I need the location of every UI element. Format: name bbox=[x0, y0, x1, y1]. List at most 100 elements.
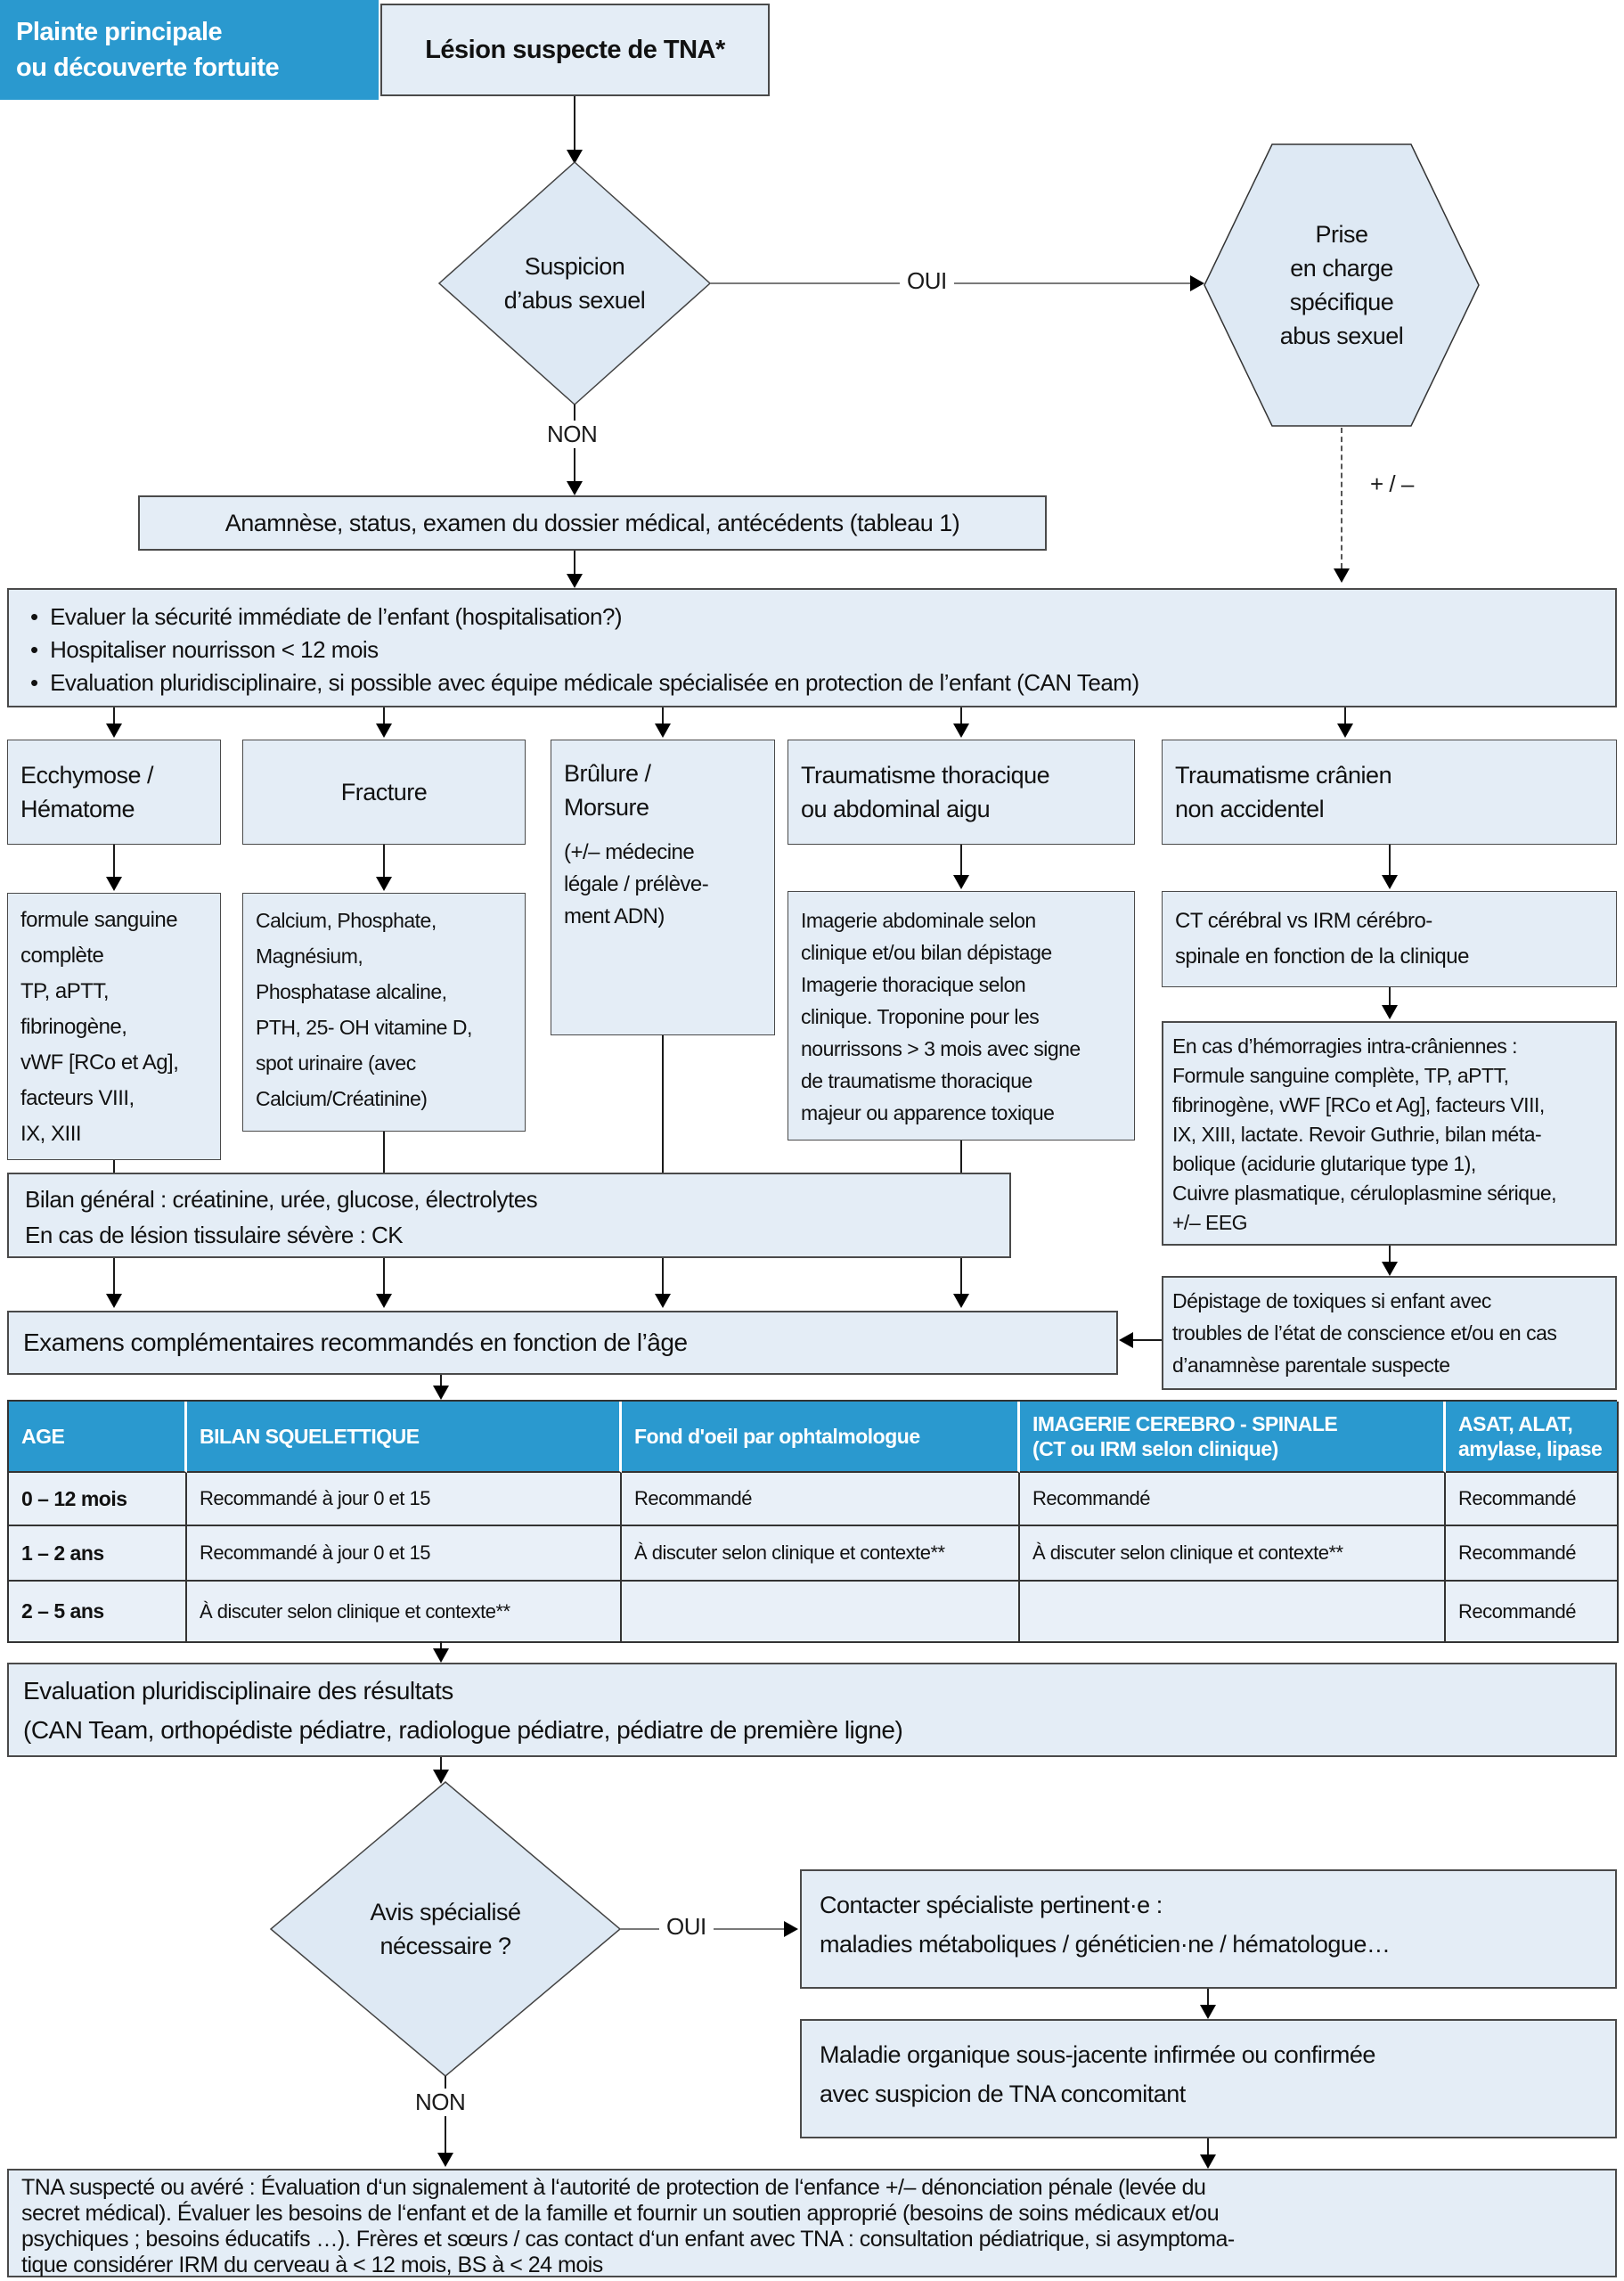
col-header-labs: ASAT, ALAT, amylase, lipase bbox=[1446, 1402, 1619, 1473]
category-fracture-box: Fracture bbox=[242, 740, 526, 845]
table-cell: Recommandé bbox=[1446, 1582, 1619, 1643]
table-cell: Recommandé bbox=[1446, 1473, 1619, 1526]
connector-line bbox=[440, 1375, 442, 1387]
connector-line bbox=[383, 1258, 385, 1296]
table-row-age: 1 – 2 ans bbox=[9, 1526, 187, 1582]
workup-fracture-box: Calcium, Phosphate, Magnésium, Phosphata… bbox=[242, 893, 526, 1132]
examens-age-box: Examens complémentaires recommandés en f… bbox=[7, 1311, 1118, 1375]
col-header-fundus: Fond d'oeil par ophtalmologue bbox=[622, 1402, 1020, 1473]
col-header-skeletal: BILAN SQUELETTIQUE bbox=[187, 1402, 622, 1473]
connector-line bbox=[1344, 707, 1346, 725]
category-brulure-subtitle: (+/– médecine légale / prélève- ment ADN… bbox=[564, 840, 709, 928]
arrow-down-icon bbox=[106, 1294, 122, 1308]
bilan-general-box: Bilan général : créatinine, urée, glucos… bbox=[7, 1173, 1011, 1258]
contact-specialist-box: Contacter spécialiste pertinent·e : mala… bbox=[800, 1869, 1617, 1989]
final-step-text: TNA suspecté ou avéré : Évaluation d‘un … bbox=[21, 2175, 1235, 2277]
workup-ecchymose-box: formule sanguine complète TP, aPTT, fibr… bbox=[7, 893, 221, 1160]
anamnese-label: Anamnèse, status, examen du dossier médi… bbox=[224, 509, 960, 536]
safety-item: • Evaluer la sécurité immédiate de l’enf… bbox=[30, 603, 623, 630]
connector-line bbox=[1389, 987, 1391, 1005]
main-complaint-header: Plainte principale ou découverte fortuit… bbox=[0, 0, 379, 100]
anamnese-box: Anamnèse, status, examen du dossier médi… bbox=[138, 495, 1047, 551]
table-cell: Recommandé à jour 0 et 15 bbox=[187, 1473, 622, 1526]
table-cell: Recommandé bbox=[1446, 1526, 1619, 1582]
connector-line bbox=[960, 707, 962, 725]
category-ecchymose-title: Ecchymose / Hématome bbox=[20, 762, 154, 822]
arrow-down-icon bbox=[433, 1648, 449, 1663]
final-step-box: TNA suspecté ou avéré : Évaluation d‘un … bbox=[7, 2169, 1617, 2277]
connector-line bbox=[662, 707, 664, 725]
arrow-down-icon bbox=[953, 1294, 969, 1308]
connector-line bbox=[1207, 1989, 1209, 2014]
arrow-down-icon bbox=[376, 1294, 392, 1308]
safety-item: • Hospitaliser nourrisson < 12 mois bbox=[30, 636, 379, 663]
connector-line bbox=[113, 707, 115, 725]
col-header-age: AGE bbox=[9, 1402, 187, 1473]
category-ecchymose-box: Ecchymose / Hématome bbox=[7, 740, 221, 845]
workup-cranien-imaging-text: CT cérébral vs IRM cérébro- spinale en f… bbox=[1175, 909, 1469, 969]
examens-age-text: Examens complémentaires recommandés en f… bbox=[23, 1329, 688, 1356]
evaluation-text: Evaluation pluridisciplinaire des résult… bbox=[23, 1677, 903, 1744]
workup-thoracique-box: Imagerie abdominale selon clinique et/ou… bbox=[788, 891, 1135, 1140]
connector-line bbox=[1207, 2138, 1209, 2165]
category-brulure-title: Brûlure / Morsure bbox=[564, 760, 651, 821]
arrow-down-icon bbox=[1334, 568, 1350, 583]
workup-thoracique-text: Imagerie abdominale selon clinique et/ou… bbox=[801, 909, 1081, 1124]
safety-item: • Evaluation pluridisciplinaire, si poss… bbox=[30, 669, 1139, 696]
arrow-down-icon bbox=[567, 574, 583, 588]
toxiques-text: Dépistage de toxiques si enfant avec tro… bbox=[1172, 1289, 1557, 1377]
table-cell bbox=[622, 1582, 1020, 1643]
arrow-down-icon bbox=[1337, 724, 1353, 738]
table-cell: À discuter selon clinique et contexte** bbox=[1020, 1526, 1446, 1582]
decision-specialist-label: Avis spécialisé nécessaire ? bbox=[370, 1899, 521, 1959]
connector-line bbox=[440, 1757, 442, 1773]
table-cell bbox=[1020, 1582, 1446, 1643]
connector-line bbox=[574, 551, 575, 576]
connector-line bbox=[383, 1132, 385, 1173]
toxiques-box: Dépistage de toxiques si enfant avec tro… bbox=[1162, 1276, 1617, 1390]
workup-ecchymose-text: formule sanguine complète TP, aPTT, fibr… bbox=[20, 908, 179, 1146]
arrow-down-icon bbox=[567, 150, 583, 164]
arrow-down-icon bbox=[106, 724, 122, 738]
age-recommendations-table: AGE BILAN SQUELETTIQUE Fond d'oeil par o… bbox=[7, 1400, 1619, 1643]
category-cranien-box: Traumatisme crânien non accidentel bbox=[1162, 740, 1617, 845]
main-complaint-label: Plainte principale ou découverte fortuit… bbox=[16, 18, 280, 82]
arrow-down-icon bbox=[433, 1386, 449, 1400]
table-cell: Recommandé bbox=[1020, 1473, 1446, 1526]
arrow-down-icon bbox=[1382, 1005, 1398, 1019]
abuse-management-label: Prise en charge spécifique abus sexuel bbox=[1279, 221, 1404, 349]
connector-line bbox=[383, 845, 385, 877]
evaluation-box: Evaluation pluridisciplinaire des résult… bbox=[7, 1663, 1617, 1757]
workup-cranien-imaging-box: CT cérébral vs IRM cérébro- spinale en f… bbox=[1162, 891, 1617, 987]
safety-measures-box: • Evaluer la sécurité immédiate de l’enf… bbox=[7, 588, 1617, 707]
category-fracture-title: Fracture bbox=[340, 778, 428, 805]
arrow-down-icon bbox=[437, 2153, 453, 2167]
connector-line bbox=[1133, 1339, 1162, 1341]
connector-line bbox=[113, 845, 115, 877]
connector-line bbox=[662, 1258, 664, 1296]
workup-fracture-text: Calcium, Phosphate, Magnésium, Phosphata… bbox=[256, 909, 472, 1110]
arrow-down-icon bbox=[655, 1294, 671, 1308]
arrow-down-icon bbox=[1382, 1262, 1398, 1276]
arrow-down-icon bbox=[376, 724, 392, 738]
connector-line bbox=[445, 2076, 446, 2165]
lesion-suspecte-label: Lésion suspecte de TNA* bbox=[425, 35, 725, 64]
connector-line bbox=[113, 1258, 115, 1296]
workup-cranien-hemorrhage-box: En cas d’hémorragies intra-crâniennes : … bbox=[1162, 1021, 1617, 1246]
table-cell: À discuter selon clinique et contexte** bbox=[622, 1526, 1020, 1582]
connector-line bbox=[383, 707, 385, 725]
arrow-down-icon bbox=[953, 875, 969, 889]
contact-specialist-text: Contacter spécialiste pertinent·e : mala… bbox=[820, 1892, 1391, 1958]
oui-label-1: OUI bbox=[900, 267, 954, 295]
table-row-age: 2 – 5 ans bbox=[9, 1582, 187, 1643]
arrow-down-icon bbox=[376, 877, 392, 891]
connector-line bbox=[662, 1035, 664, 1173]
workup-cranien-hemorrhage-text: En cas d’hémorragies intra-crâniennes : … bbox=[1172, 1034, 1557, 1234]
plus-minus-label: + / – bbox=[1370, 470, 1414, 497]
connector-line bbox=[574, 96, 575, 151]
arrow-down-icon bbox=[106, 877, 122, 891]
bilan-general-text: Bilan général : créatinine, urée, glucos… bbox=[25, 1186, 538, 1248]
arrow-left-icon bbox=[1119, 1332, 1133, 1348]
non-label-1: NON bbox=[540, 421, 605, 448]
col-header-imaging: IMAGERIE CEREBRO - SPINALE (CT ou IRM se… bbox=[1020, 1402, 1446, 1473]
